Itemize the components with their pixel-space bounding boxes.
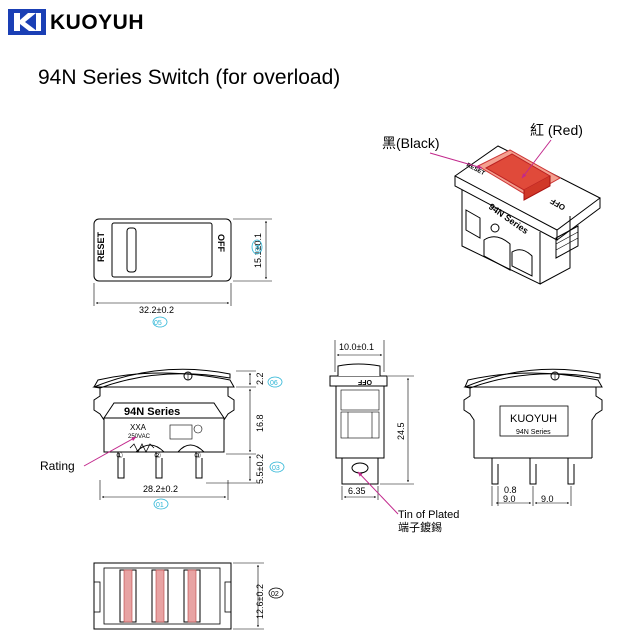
svg-text:05: 05	[154, 320, 162, 327]
back-dim-pitch2: 9.0	[541, 494, 554, 504]
black-label: 黑(Black)	[382, 135, 440, 151]
front-dim-low: 5.5±0.2	[255, 454, 265, 484]
red-label: 紅 (Red)	[530, 122, 583, 138]
back-series: 94N Series	[516, 429, 551, 436]
rating-label: Rating	[40, 459, 75, 473]
top-view	[93, 218, 272, 306]
side-off-text: OFF	[357, 378, 372, 385]
top-dim-width: 32.2±0.2	[139, 305, 174, 315]
bottom-dim-height: 12.6±0.2	[255, 584, 265, 619]
iso-view	[454, 145, 601, 285]
front-dim-bottom: 28.2±0.2	[143, 484, 178, 494]
front-series: 94N Series	[124, 406, 180, 418]
top-dim-height-ref: 04	[251, 239, 263, 255]
front-dim-low-ref: 03	[269, 461, 285, 473]
top-reset-label: RESET	[96, 231, 106, 262]
back-dim-terminal: 0.8	[504, 485, 517, 495]
red-callout-line	[521, 139, 552, 179]
svg-text:01: 01	[156, 502, 164, 509]
front-pin-2: ②	[154, 451, 161, 460]
svg-text:06: 06	[270, 380, 278, 387]
kuoyuh-logo	[8, 9, 46, 35]
front-dim-top: 2.2	[255, 372, 265, 385]
svg-text:02: 02	[271, 591, 279, 598]
back-view	[463, 368, 603, 506]
front-dim-bottom-ref: 01	[153, 498, 169, 510]
tin-label-line2: 端子鍍錫	[398, 520, 442, 534]
front-pin-1: ①	[116, 451, 123, 460]
tin-label-line1: Tin of Plated	[398, 509, 459, 521]
front-dim-mid: 16.8	[255, 414, 265, 432]
back-dim-pitch1: 9.0	[503, 494, 516, 504]
front-rating-text: 250VAC	[128, 434, 151, 440]
front-dim-top-ref: 06	[267, 376, 283, 388]
svg-text:03: 03	[272, 465, 280, 472]
side-dim-height: 24.5	[396, 422, 406, 440]
top-off-label: OFF	[216, 234, 226, 252]
tin-callout-line	[357, 471, 399, 515]
black-callout-line	[429, 152, 483, 169]
front-view	[92, 368, 256, 500]
svg-text:04: 04	[255, 244, 262, 252]
front-model: XXA	[130, 423, 147, 432]
rating-callout-line	[83, 436, 137, 467]
side-view	[329, 340, 414, 500]
page-title: 94N Series Switch (for overload)	[38, 66, 341, 89]
side-dim-bottom: 6.35	[348, 486, 366, 496]
back-brand: KUOYUH	[510, 413, 557, 425]
side-dim-top: 10.0±0.1	[339, 342, 374, 352]
bottom-view	[93, 562, 264, 630]
top-dim-height: 15.1±0.1	[253, 233, 263, 268]
top-dim-width-ref: 05	[152, 316, 168, 328]
front-pin-3: ③	[194, 451, 201, 460]
brand-name: KUOYUH	[50, 11, 145, 34]
bottom-dim-ref: 02	[268, 587, 284, 599]
